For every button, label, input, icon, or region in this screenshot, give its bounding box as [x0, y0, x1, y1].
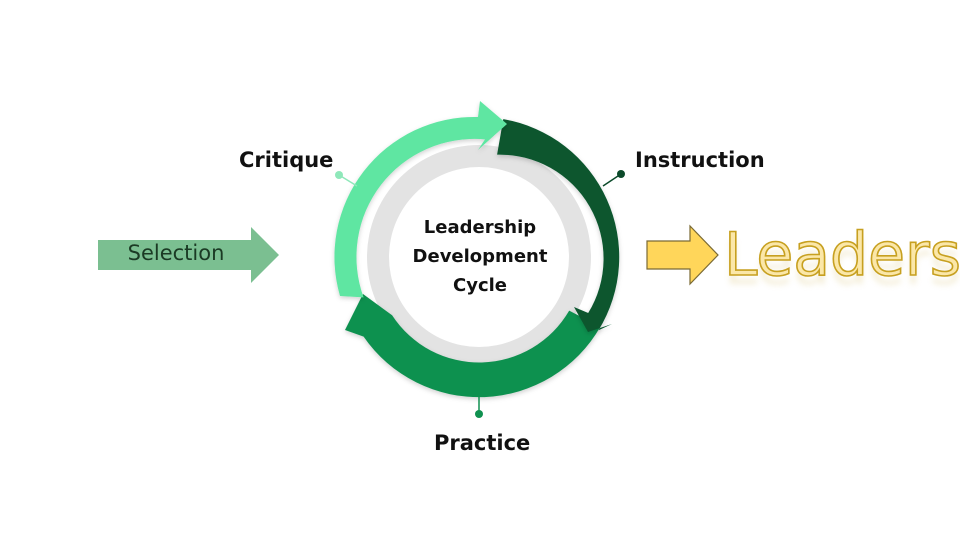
instruction-arc [497, 119, 620, 332]
cycle-title-line-1: Leadership [423, 217, 537, 238]
center-disc [389, 167, 569, 347]
output-arrow [646, 224, 719, 286]
critique-arc [334, 101, 507, 298]
stage-label-practice: Practice [434, 431, 531, 455]
stage-label-instruction: Instruction [635, 148, 765, 172]
cycle-title-line-2: Development [412, 246, 548, 267]
cycle-title: Leadership Development Cycle [400, 213, 560, 300]
selection-label: Selection [127, 241, 225, 265]
cycle-title-line-3: Cycle [453, 275, 507, 296]
leaders-output-label: Leaders [723, 219, 960, 291]
stage-label-critique: Critique [239, 148, 334, 172]
instruction-dot [617, 170, 625, 178]
practice-arc [345, 294, 601, 398]
selection-arrow [98, 227, 279, 283]
practice-dot [475, 410, 483, 418]
critique-dot [335, 171, 343, 179]
